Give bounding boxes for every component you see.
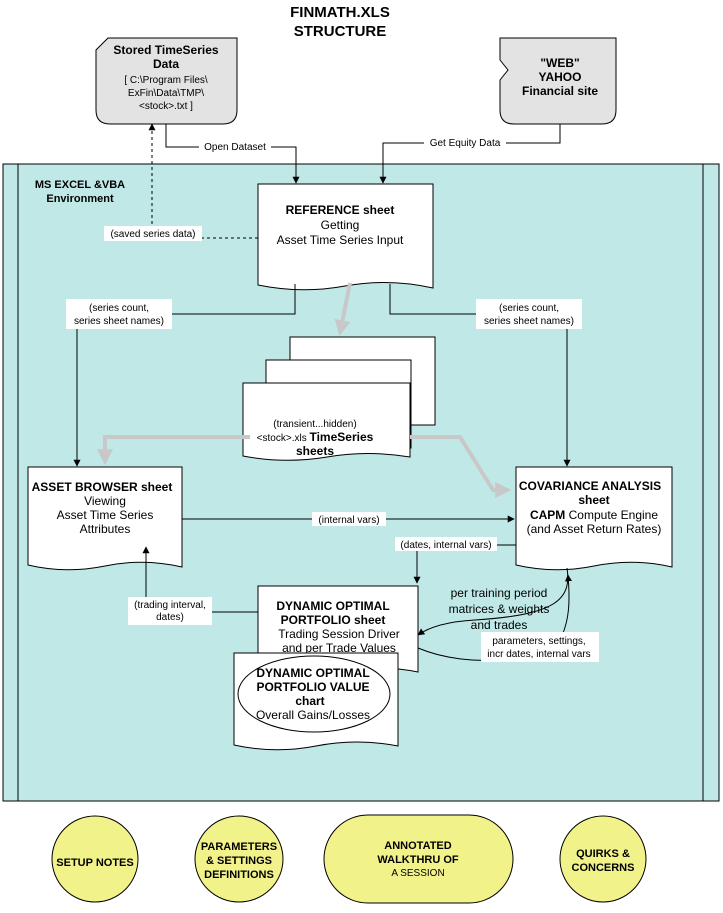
chart-title2: PORTFOLIO VALUE: [256, 680, 369, 694]
setup-notes-button[interactable]: SETUP NOTES: [51, 815, 139, 903]
walkthru-button-line1: ANNOTATED: [384, 840, 451, 852]
timeseries-sheets-node[interactable]: (transient...hidden) <stock>.xls TimeSer…: [242, 336, 436, 461]
reference-title: REFERENCE sheet: [286, 203, 395, 217]
stored-data-title1: Stored TimeSeries: [113, 43, 218, 57]
covariance-line2: (and Asset Return Rates): [527, 522, 662, 536]
environment-label-line1: MS EXCEL &VBA: [35, 179, 125, 191]
reference-to-timeseries-gray-connector: [334, 282, 352, 337]
setup-notes-label: SETUP NOTES: [56, 857, 133, 869]
stored-timeseries-data-node[interactable]: Stored TimeSeries Data [ C:\Program File…: [95, 37, 238, 125]
dynamic-line1: Trading Session Driver: [278, 627, 400, 641]
quirks-concerns-button[interactable]: QUIRKS & CONCERNS: [559, 815, 647, 903]
environment-label-line2: Environment: [46, 193, 114, 205]
asset-browser-line2: Asset Time Series: [57, 508, 154, 522]
asset-browser-title: ASSET BROWSER sheet: [32, 480, 173, 494]
annotated-walkthru-button[interactable]: ANNOTATED WALKTHRU OF A SESSION: [323, 814, 514, 904]
dynamic-title2: PORTFOLIO sheet: [281, 613, 386, 627]
web-line1: "WEB": [540, 56, 579, 70]
diagram-title-line1: FINMATH.XLS: [290, 4, 390, 21]
saved-series-connector: [148, 123, 258, 239]
series-count-left-connector: [73, 284, 296, 467]
stored-data-path1: [ C:\Program Files\: [124, 75, 208, 86]
stored-data-path3: <stock>.txt ]: [139, 101, 193, 112]
asset-browser-line1: Viewing: [84, 494, 126, 508]
covariance-line1: CAPM Compute Engine: [530, 508, 658, 522]
timeseries-to-covariance-gray-connector: [410, 435, 512, 498]
per-training-label1: per training period: [451, 586, 548, 600]
internal-vars-label: (internal vars): [318, 515, 379, 526]
timeseries-line2: <stock>.xls TimeSeries: [257, 430, 374, 444]
walkthru-button-line2: WALKTHRU OF: [377, 854, 459, 866]
parameters-label2: incr dates, internal vars: [487, 649, 590, 660]
web-line3: Financial site: [522, 84, 598, 98]
series-count-right-label1: (series count,: [499, 303, 559, 314]
per-training-label2: matrices & weights: [449, 602, 550, 616]
portfolio-value-chart-node[interactable]: DYNAMIC OPTIMAL PORTFOLIO VALUE chart Ov…: [233, 652, 399, 751]
stored-data-path2: ExFin\Data\TMP\: [128, 88, 204, 99]
walkthru-button-line3: A SESSION: [391, 868, 444, 879]
timeseries-line3: sheets: [296, 444, 334, 458]
reference-sheet-node[interactable]: REFERENCE sheet Getting Asset Time Serie…: [257, 183, 434, 291]
dynamic-title1: DYNAMIC OPTIMAL: [276, 599, 389, 613]
parameters-button-line3: DEFINITIONS: [204, 869, 274, 881]
per-training-curve-connector: [417, 567, 569, 636]
timeseries-to-asset-browser-gray-connector: [97, 435, 250, 466]
dates-internal-label: (dates, internal vars): [400, 540, 491, 551]
parameters-label1: parameters, settings,: [492, 636, 585, 647]
diagram-title-line2: STRUCTURE: [294, 23, 387, 40]
timeseries-line1: (transient...hidden): [273, 419, 356, 430]
reference-line2: Asset Time Series Input: [277, 233, 404, 247]
parameters-settings-definitions-button[interactable]: PARAMETERS & SETTINGS DEFINITIONS: [194, 815, 284, 903]
stored-data-title2: Data: [153, 57, 179, 71]
asset-browser-sheet-node[interactable]: ASSET BROWSER sheet Viewing Asset Time S…: [27, 466, 183, 571]
trading-interval-label2: dates): [156, 612, 184, 623]
trading-interval-label1: (trading interval,: [134, 600, 206, 611]
series-count-left-label2: series sheet names): [74, 316, 164, 327]
chart-title3: chart: [295, 694, 324, 708]
web-line2: YAHOO: [539, 70, 582, 84]
open-dataset-label: Open Dataset: [204, 142, 266, 153]
series-count-right-label2: series sheet names): [484, 316, 574, 327]
parameters-button-line1: PARAMETERS: [201, 841, 277, 853]
parameters-button-line2: & SETTINGS: [206, 855, 272, 867]
web-yahoo-source-node[interactable]: "WEB" YAHOO Financial site: [499, 37, 617, 125]
quirks-button-line1: QUIRKS &: [576, 848, 630, 860]
dynamic-line2: and per Trade Values: [282, 641, 396, 655]
portfolio-value-chart-oval: [237, 655, 391, 733]
chart-line1: Overall Gains/Losses: [256, 708, 370, 722]
series-count-left-label1: (series count,: [89, 303, 149, 314]
quirks-button-line2: CONCERNS: [572, 862, 635, 874]
reference-line1: Getting: [321, 218, 360, 232]
covariance-title1: COVARIANCE ANALYSIS: [519, 479, 661, 493]
asset-browser-line3: Attributes: [80, 522, 131, 536]
covariance-title2: sheet: [578, 493, 609, 507]
get-equity-label: Get Equity Data: [430, 138, 501, 149]
saved-series-label: (saved series data): [110, 229, 195, 240]
covariance-analysis-sheet-node[interactable]: COVARIANCE ANALYSIS sheet CAPM Compute E…: [515, 466, 673, 571]
chart-title1: DYNAMIC OPTIMAL: [256, 666, 369, 680]
per-training-label3: and trades: [471, 618, 528, 632]
